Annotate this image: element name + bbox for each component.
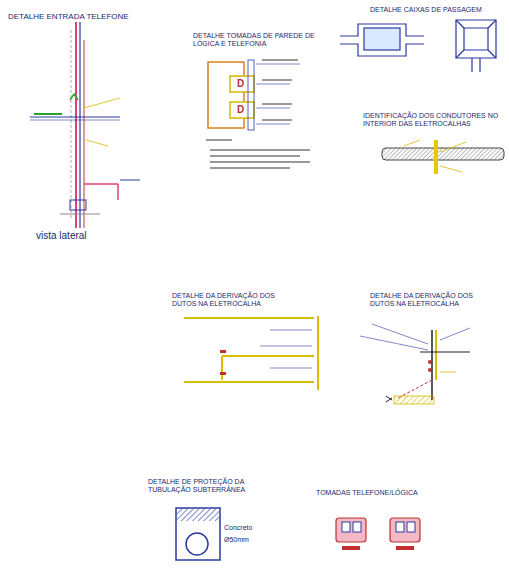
outlet-letter: D: [237, 78, 244, 90]
detail-title: TOMADAS TELEFONE/LÓGICA: [316, 489, 418, 497]
material-label: Concreto: [224, 524, 252, 532]
underground-duct-protection: [176, 508, 220, 560]
detail-title: DETALHE ENTRADA TELEFONE: [8, 12, 129, 22]
duct-branch-1: [184, 316, 318, 390]
cable-tray-conductors: [382, 140, 504, 174]
detail-title: IDENTIFICAÇÃO DOS CONDUTORES NO INTERIOR…: [363, 112, 503, 129]
duct-branch-2: [360, 324, 470, 404]
detail-title: DETALHE DA DERIVAÇÃO DOS DUTOS NA ELETRO…: [172, 292, 300, 309]
wall-outlets: [206, 60, 310, 168]
junction-boxes: [340, 20, 496, 72]
telephone-entrance: [30, 22, 140, 228]
detail-title: DETALHE TOMADAS DE PAREDE DE LÓGICA E TE…: [193, 32, 323, 49]
detail-title: DETALHE DE PROTEÇÃO DA TUBULAÇÃO SUBTERR…: [148, 478, 288, 495]
dimension-label: Ø50mm: [224, 536, 249, 544]
outlet-letter: D: [237, 104, 244, 116]
outlet-symbols: [336, 518, 420, 550]
view-caption: vista lateral: [36, 230, 87, 242]
detail-title: DETALHE CAIXAS DE PASSAGEM: [370, 6, 482, 14]
detail-title: DETALHE DA DERIVAÇÃO DOS DUTOS NA ELETRO…: [370, 292, 494, 309]
